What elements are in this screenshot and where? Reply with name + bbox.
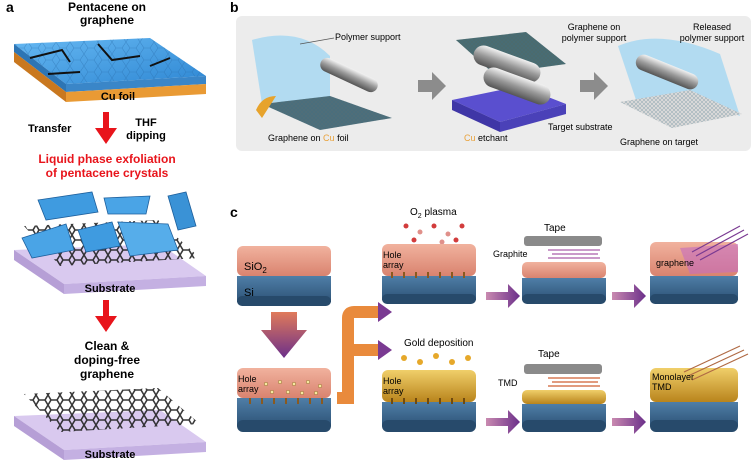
hole-array-block-top: Hole array	[382, 244, 476, 304]
hole-array-block-left: Hole array	[237, 368, 331, 432]
panel-b: b Polymer support Graphene on Cu foil Cu…	[230, 0, 751, 151]
panel-a-letter: a	[6, 0, 14, 15]
thf-label-line2: dipping	[126, 130, 166, 142]
sio2-si-block: SiO2 Si	[237, 246, 331, 306]
pentacene-title-line1: Pentacene on	[68, 0, 146, 14]
tape-top-label: Tape	[544, 223, 566, 234]
hole-label-left-1: Hole	[238, 374, 257, 384]
step3-illustration	[618, 38, 742, 128]
arrow-bottom-1	[486, 410, 520, 434]
plasma-dots	[403, 223, 465, 245]
step2-illustration	[452, 32, 566, 132]
graphene-polymer-line2: polymer support	[562, 33, 627, 43]
o2-plasma-label: O2 plasma	[410, 207, 457, 220]
monolayer-line1: Monolayer	[652, 372, 694, 382]
exfoliation-line2: of pentacene crystals	[46, 166, 169, 180]
tmd-flakes	[548, 377, 600, 387]
clean-line1: Clean &	[85, 339, 130, 353]
tmd-label: TMD	[498, 378, 518, 388]
graphene-block: graphene	[650, 225, 749, 304]
pentacene-flakes	[21, 191, 197, 259]
graphite-label: Graphite	[493, 249, 528, 259]
hole-label-mid-2: array	[383, 386, 404, 396]
graphene-label-c: graphene	[656, 258, 694, 268]
process-arrow-1	[418, 72, 446, 100]
monolayer-tmd-block: Monolayer TMD	[650, 345, 749, 432]
cu-etchant-label: Cu etchant	[464, 133, 508, 143]
arrow-top-1	[486, 284, 520, 308]
down-arrow	[261, 312, 307, 358]
arrow-top-2	[612, 284, 646, 308]
substrate-label-1: Substrate	[85, 283, 136, 295]
clean-line2: doping-free	[74, 353, 140, 367]
arrow-bottom-2	[612, 410, 646, 434]
graphene-on-cu-label: Graphene on Cu foil	[268, 133, 349, 143]
red-arrow-2	[95, 300, 117, 332]
tape-top	[524, 236, 602, 246]
graphite-flakes	[548, 249, 600, 259]
sio2-label: SiO2	[244, 261, 267, 275]
graphene-polymer-line1: Graphene on	[568, 22, 621, 32]
branch-arrow	[337, 302, 392, 404]
hole-label-top-2: array	[383, 260, 404, 270]
tape-block-top	[522, 262, 606, 304]
substrate-2: Substrate	[14, 388, 206, 461]
pentacene-slab	[14, 38, 206, 92]
gold-dots	[401, 353, 471, 365]
thf-label-line1: THF	[135, 117, 157, 129]
si-label: Si	[244, 287, 254, 299]
step1-illustration	[252, 35, 392, 130]
panel-b-letter: b	[230, 0, 239, 15]
tape-block-bottom	[522, 390, 606, 432]
target-substrate-label: Target substrate	[548, 122, 613, 132]
cu-foil-label: Cu foil	[101, 91, 135, 103]
panel-c-letter: c	[230, 204, 238, 220]
gold-deposition-label: Gold deposition	[404, 338, 474, 349]
gold-block-mid: Hole array	[382, 370, 476, 432]
panel-a: a Pentacene on graphene Cu foil Transfer…	[6, 0, 206, 461]
hole-label-left-2: array	[238, 384, 259, 394]
tape-bottom-label: Tape	[538, 349, 560, 360]
panel-c: c SiO2 Si Hole array	[230, 204, 749, 434]
pentacene-title-line2: graphene	[80, 13, 134, 27]
substrate-label-2: Substrate	[85, 449, 136, 461]
clean-line3: graphene	[80, 367, 134, 381]
released-line1: Released	[693, 22, 731, 32]
graphene-on-target-label: Graphene on target	[620, 137, 699, 147]
transfer-label: Transfer	[28, 123, 72, 135]
monolayer-line2: TMD	[652, 382, 672, 392]
exfoliation-line1: Liquid phase exfoliation	[38, 152, 175, 166]
red-arrow-1	[95, 112, 117, 144]
polymer-support-label: Polymer support	[335, 32, 401, 42]
cu-foil: Cu foil	[14, 52, 206, 103]
tape-bottom	[524, 364, 602, 374]
process-arrow-2	[580, 72, 608, 100]
released-line2: polymer support	[680, 33, 745, 43]
hole-label-top-1: Hole	[383, 250, 402, 260]
hole-label-mid-1: Hole	[383, 376, 402, 386]
